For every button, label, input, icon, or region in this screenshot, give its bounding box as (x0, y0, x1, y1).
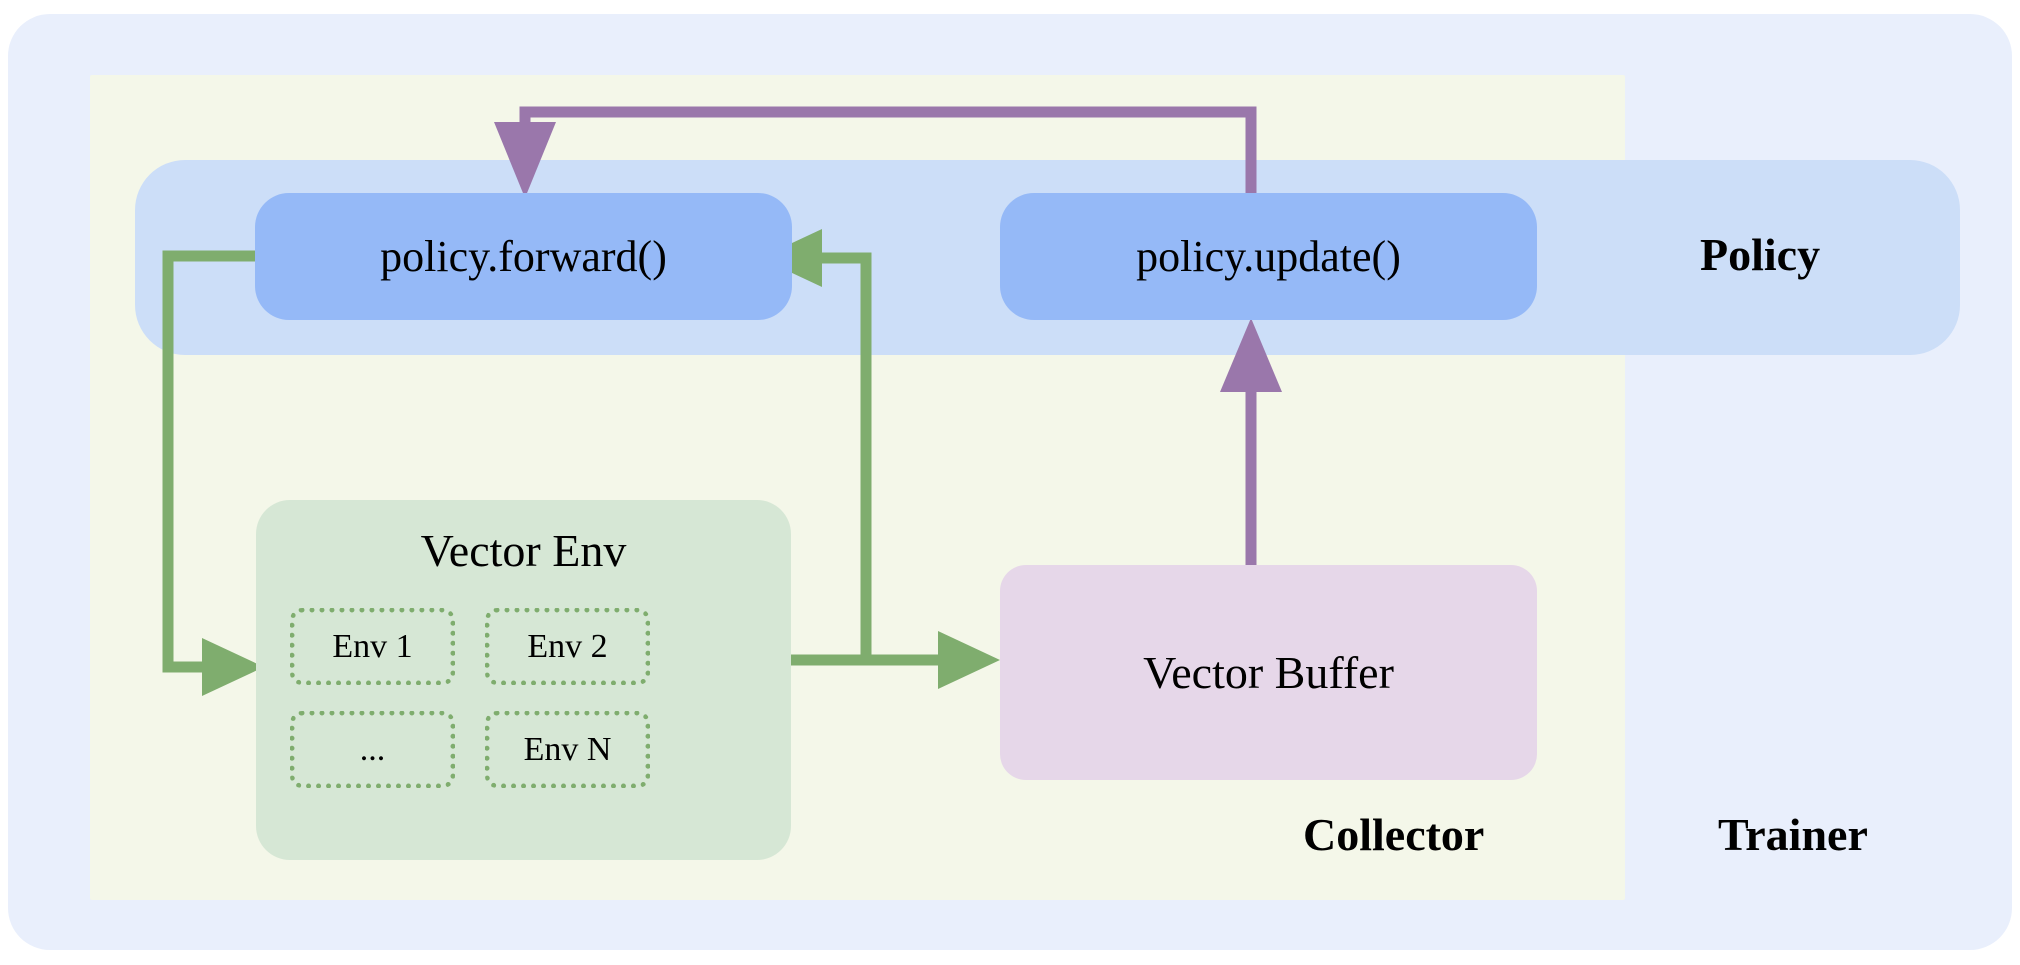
policy-forward-label: policy.forward() (380, 232, 667, 281)
trainer-region-label: Trainer (1718, 809, 1868, 860)
collector-region-label: Collector (1303, 809, 1485, 860)
env-cell-label: ... (359, 730, 386, 768)
env-cell[interactable]: ... (290, 711, 455, 788)
vector-buffer-label: Vector Buffer (1143, 647, 1394, 698)
env-cell-label: Env N (523, 730, 612, 768)
vector-env-title: Vector Env (420, 525, 627, 576)
policy-region-label: Policy (1700, 229, 1821, 280)
env-cell-label: Env 1 (332, 627, 413, 665)
policy-update-node[interactable]: policy.update() (1000, 193, 1537, 320)
vector-env-node[interactable]: Vector Env Env 1 Env 2 ... Env N (256, 500, 791, 860)
env-cell-label: Env 2 (527, 627, 608, 665)
env-cell[interactable]: Env 1 (290, 608, 455, 685)
policy-update-label: policy.update() (1136, 232, 1401, 281)
env-cell[interactable]: Env 2 (485, 608, 650, 685)
env-cell[interactable]: Env N (485, 711, 650, 788)
policy-forward-node[interactable]: policy.forward() (255, 193, 792, 320)
env-grid: Env 1 Env 2 ... Env N (290, 608, 757, 788)
vector-buffer-node[interactable]: Vector Buffer (1000, 565, 1537, 780)
